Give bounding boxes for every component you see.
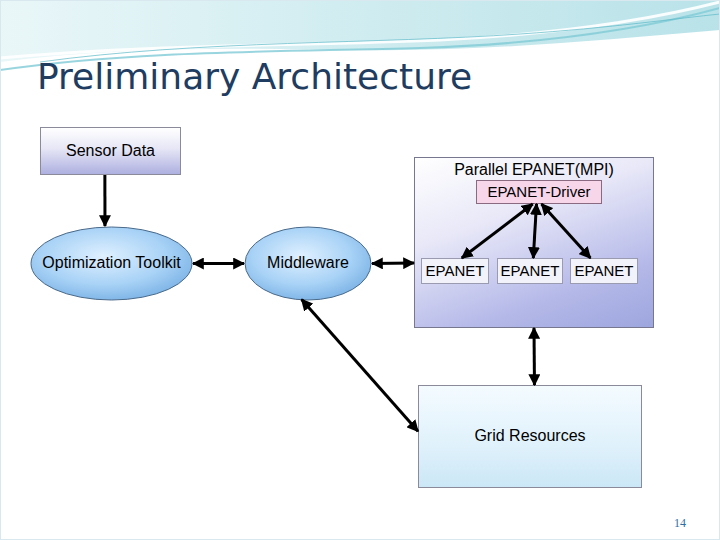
driver-box: EPANET-Driver	[476, 180, 602, 204]
node-label: Grid Resources	[474, 427, 585, 445]
arrow-connector	[533, 204, 536, 258]
arrow-connector	[372, 262, 414, 265]
header-stroke	[0, 2, 720, 58]
worker-box: EPANET	[497, 258, 563, 284]
node-label: Sensor Data	[66, 142, 155, 160]
resource-box: Grid Resources	[418, 385, 642, 488]
group-box: Parallel EPANET(MPI) EPANET-DriverEPANET E…	[414, 157, 654, 328]
node-label: EPANET	[426, 262, 485, 279]
node-label: EPANET	[501, 262, 560, 279]
ellipse-shape	[31, 227, 192, 300]
node-label: Middleware	[267, 254, 349, 272]
process-ellipse: Middleware	[244, 226, 372, 301]
arrow-connector	[542, 204, 591, 258]
arrow-connector	[193, 262, 244, 265]
process-ellipse: Optimization Toolkit	[30, 226, 193, 301]
ellipse-shape	[245, 227, 371, 300]
node-label: Optimization Toolkit	[42, 254, 180, 272]
arrow-connector	[103, 175, 106, 226]
process-box: Sensor Data	[40, 127, 181, 175]
arrow-connector	[302, 300, 418, 432]
header-stroke	[40, 14, 720, 62]
page-number: 14	[674, 516, 686, 531]
node-label: EPANET	[575, 262, 634, 279]
arrow-connector	[533, 328, 536, 385]
worker-box: EPANET	[421, 258, 489, 284]
arrow-connector	[462, 204, 533, 258]
worker-box: EPANET	[570, 258, 638, 284]
node-label: EPANET-Driver	[487, 183, 590, 200]
slide-title: Preliminary Architecture	[37, 56, 472, 97]
node-label: Parallel EPANET(MPI)	[454, 161, 614, 179]
